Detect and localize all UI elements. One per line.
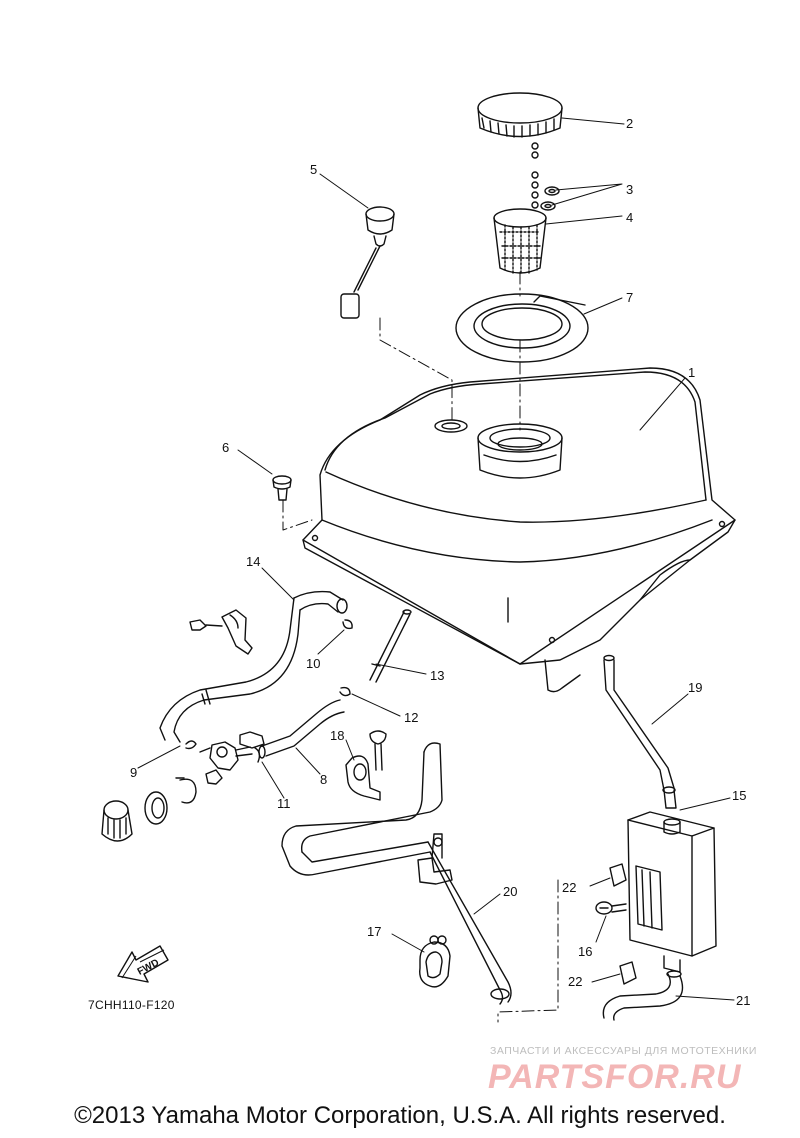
hose-21 [602,970,684,1021]
fuel-cap [477,92,563,209]
callout-10: 10 [306,656,320,671]
fuel-cock [199,731,265,785]
fuel-cock-knob [101,800,133,842]
callout-7: 7 [626,290,633,305]
fuel-hose-8 [258,699,345,759]
callout-22a: 22 [562,880,576,895]
callout-15: 15 [732,788,746,803]
callout-2: 2 [626,116,633,131]
drawing-code: 7CHH110-F120 [88,998,175,1012]
callout-11: 11 [277,796,291,811]
fuel-hose-14 [159,590,348,743]
bolt-6 [272,475,292,501]
t-joint [417,833,453,885]
clip-12 [339,686,351,697]
callout-18: 18 [330,728,344,743]
cock-gasket [144,791,168,825]
fuel-gauge [340,206,395,319]
callout-12: 12 [404,710,418,725]
watermark-subtitle: ЗАПЧАСТИ И АКСЕССУАРЫ ДЛЯ МОТОТЕХНИКИ [490,1045,757,1057]
fuel-strainer [493,208,547,276]
callout-22b: 22 [568,974,582,989]
copyright-notice: ©2013 Yamaha Motor Corporation, U.S.A. A… [74,1102,726,1129]
clip-9 [185,740,197,750]
callout-21: 21 [736,993,750,1008]
callout-6: 6 [222,440,229,455]
callout-4: 4 [626,210,633,225]
circlip [175,777,197,804]
filler-neck [477,423,563,479]
callout-5: 5 [310,162,317,177]
drain-pipe-13 [369,609,412,683]
fwd-arrow: FWD [117,945,169,983]
washers [540,186,560,211]
screw-16 [595,901,627,915]
bracket-22 [609,863,637,985]
vent-hose-19 [603,654,677,809]
clip-11 [254,747,261,763]
callout-1: 1 [688,365,695,380]
charcoal-canister [627,811,717,973]
clamp-18 [345,730,387,801]
watermark-logo: PARTSFOR.RU [488,1058,742,1096]
callout-13: 13 [430,668,444,683]
gauge-hole [434,419,468,433]
filler-gasket [455,293,589,363]
callout-16: 16 [578,944,592,959]
vent-hose-20 [281,742,512,1005]
callout-8: 8 [320,772,327,787]
fuel-tank [302,367,736,693]
clamp-17 [419,935,451,988]
bracket [189,609,253,655]
callout-17: 17 [367,924,381,939]
clip-10 [342,619,353,630]
callout-19: 19 [688,680,702,695]
callout-20: 20 [503,884,517,899]
callout-3: 3 [626,182,633,197]
callout-9: 9 [130,765,137,780]
callout-14: 14 [246,554,260,569]
